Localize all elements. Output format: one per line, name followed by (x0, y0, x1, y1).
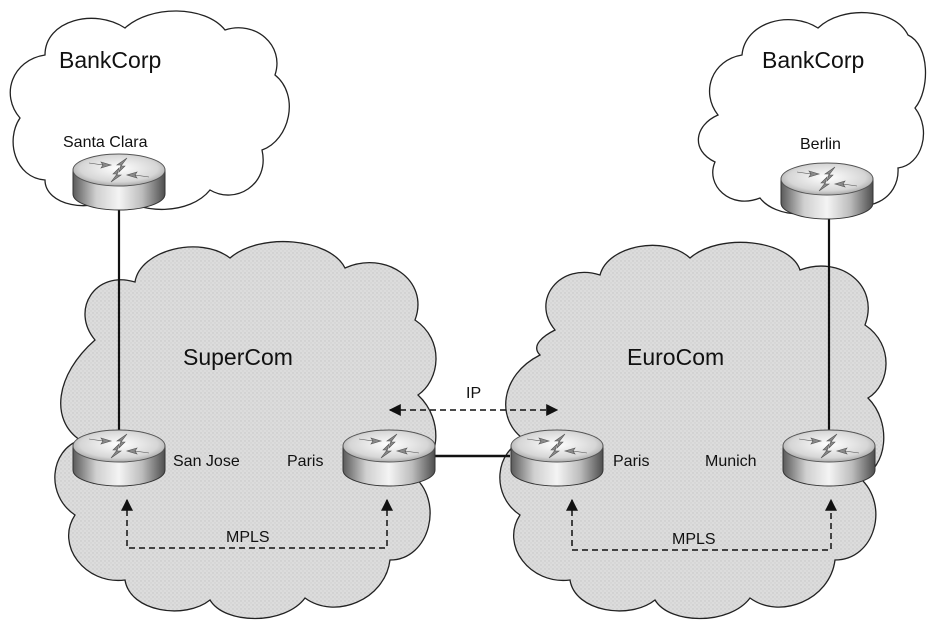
berlin-label: Berlin (800, 136, 841, 153)
supercom-label: SuperCom (183, 344, 293, 370)
bankcorp-right-cloud (697, 11, 927, 215)
router-berlin (780, 162, 874, 220)
eurocom-cloud (499, 241, 887, 620)
ip-label: IP (466, 385, 481, 402)
paris-supercom-label: Paris (287, 453, 323, 470)
router-san-jose (72, 429, 166, 487)
bankcorp-left-cloud (9, 10, 290, 211)
router-santa-clara (72, 153, 166, 211)
mpls-right-label: MPLS (672, 531, 716, 548)
eurocom-label: EuroCom (627, 344, 724, 370)
router-munich (782, 429, 876, 487)
paris-eurocom-label: Paris (613, 453, 649, 470)
supercom-cloud (54, 240, 437, 620)
bankcorp-right-label: BankCorp (762, 47, 864, 73)
san-jose-label: San Jose (173, 453, 240, 470)
router-paris-eurocom (510, 429, 604, 487)
bankcorp-left-label: BankCorp (59, 47, 161, 73)
router-paris-supercom (342, 429, 436, 487)
mpls-path-left (121, 498, 393, 549)
mpls-left-label: MPLS (226, 529, 270, 546)
munich-label: Munich (705, 453, 757, 470)
santa-clara-label: Santa Clara (63, 134, 148, 151)
mpls-path-right (566, 498, 837, 551)
